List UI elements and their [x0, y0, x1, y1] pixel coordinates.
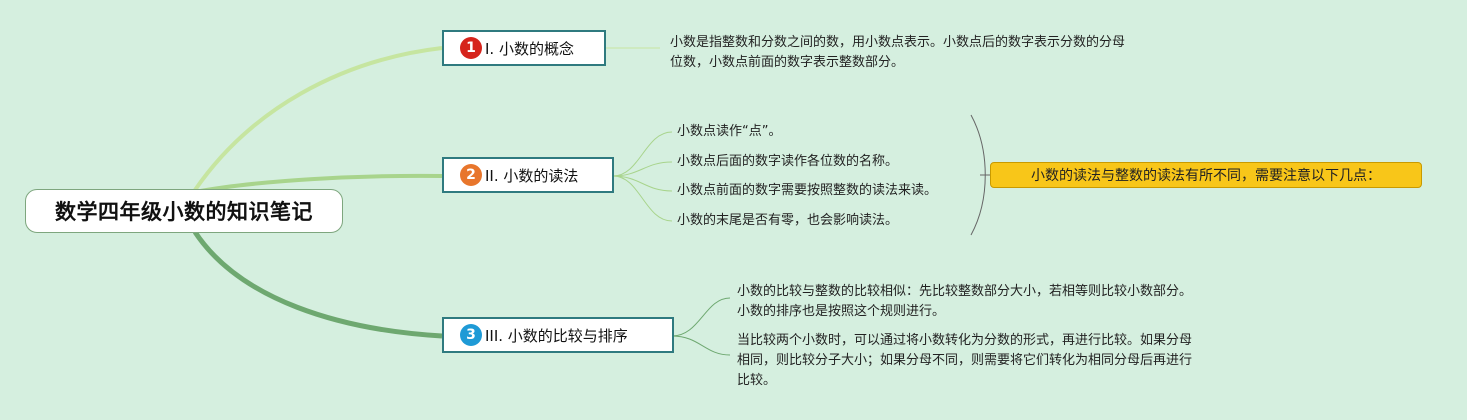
number-badge-3: 3 [460, 324, 482, 346]
detail-line-2a [612, 131, 673, 177]
topic-3-label: III. 小数的比较与排序 [485, 326, 628, 345]
topic-1-details: 小数是指整数和分数之间的数，用小数点表示。小数点后的数字表示分数的分母 位数，小… [670, 33, 1125, 73]
number-badge-1: 1 [460, 37, 482, 59]
topic-3-detail-2: 当比较两个小数时，可以通过将小数转化为分数的形式，再进行比较。如果分母 相同，则… [737, 331, 1192, 391]
topic-1-label: I. 小数的概念 [485, 39, 574, 58]
branch-line-2 [194, 173, 443, 194]
detail-line-2d [612, 175, 673, 222]
detail-line: 比较。 [737, 373, 777, 388]
summary-callout[interactable]: 小数的读法与整数的读法有所不同，需要注意以下几点： [990, 162, 1422, 188]
detail-line: 小数的排序也是按照这个规则进行。 [737, 304, 946, 319]
detail-line: 位数，小数点前面的数字表示整数部分。 [670, 55, 905, 70]
topic-2-label: II. 小数的读法 [485, 166, 579, 185]
topic-3-detail-1: 小数的比较与整数的比较相似：先比较整数部分大小，若相等则比较小数部分。 小数的排… [737, 282, 1192, 322]
branch-line-3 [192, 230, 443, 339]
detail-line: 相同，则比较分子大小；如果分母不同，则需要将它们转化为相同分母后再进行 [737, 353, 1193, 368]
detail-line-2b [612, 161, 673, 177]
central-topic[interactable]: 数学四年级小数的知识笔记 [25, 189, 343, 233]
number-badge-2: 2 [460, 164, 482, 186]
branch-line-1 [193, 46, 443, 192]
topic-2-detail-3: 小数点前面的数字需要按照整数的读法来读。 [677, 183, 938, 198]
topic-2-detail-1: 小数点读作“点”。 [677, 124, 782, 139]
detail-line-3b [671, 335, 731, 356]
topic-3[interactable]: 3 III. 小数的比较与排序 [442, 317, 674, 353]
detail-line: 小数是指整数和分数之间的数，用小数点表示。小数点后的数字表示分数的分母 [670, 35, 1126, 50]
detail-line-3a [671, 297, 731, 337]
topic-2-detail-2: 小数点后面的数字读作各位数的名称。 [677, 154, 899, 169]
topic-2-detail-4: 小数的末尾是否有零，也会影响读法。 [677, 213, 899, 228]
detail-line-2c [612, 175, 673, 192]
topic-1[interactable]: 1 I. 小数的概念 [442, 30, 606, 66]
detail-line: 当比较两个小数时，可以通过将小数转化为分数的形式，再进行比较。如果分母 [737, 333, 1193, 348]
topic-2[interactable]: 2 II. 小数的读法 [442, 157, 614, 193]
detail-line: 小数的比较与整数的比较相似：先比较整数部分大小，若相等则比较小数部分。 [737, 284, 1193, 299]
